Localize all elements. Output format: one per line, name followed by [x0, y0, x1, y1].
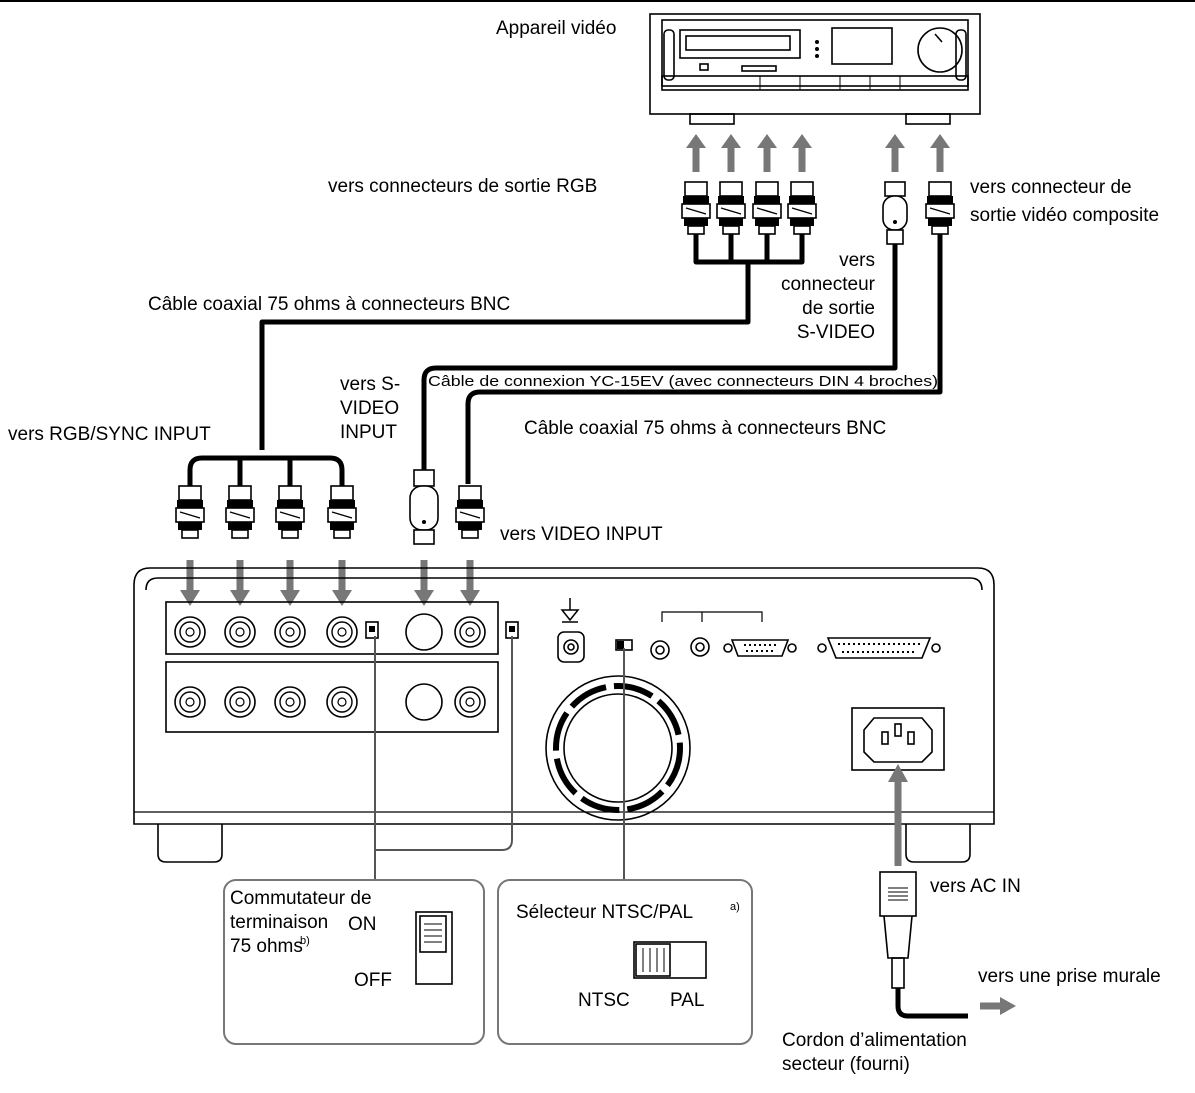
- rgb-output-connectors: [681, 181, 817, 235]
- rgb-sync-in-label: vers RGB/SYNC INPUT: [8, 424, 211, 445]
- wall-outlet-label: vers une prise murale: [978, 966, 1161, 987]
- termination-on-label: ON: [348, 914, 377, 935]
- composite-out-label-1: vers connecteur de: [970, 177, 1132, 198]
- svideo-out-label-1: vers: [839, 250, 875, 271]
- video-device: [649, 13, 981, 125]
- ntsc-pal-box: [497, 879, 753, 1045]
- termination-off-label: OFF: [354, 970, 392, 991]
- wall-arrow: [980, 997, 1016, 1015]
- svideo-input-plug: [409, 469, 439, 545]
- rgb-cable: [259, 234, 805, 450]
- composite-out-label-2: sortie vidéo composite: [970, 205, 1159, 226]
- svideo-cable: [421, 244, 898, 470]
- termination-callout-line: [374, 636, 513, 851]
- output-arrows: [686, 134, 950, 172]
- termination-box: [223, 879, 485, 1045]
- termination-title-2: terminaison: [230, 912, 328, 933]
- rgb-out-label: vers connecteurs de sortie RGB: [328, 176, 597, 197]
- bnc-cable-top-label: Câble coaxial 75 ohms à connecteurs BNC: [148, 294, 510, 315]
- termination-title-3: 75 ohms: [230, 936, 303, 957]
- termination-footnote: b): [300, 935, 310, 947]
- monitor-input-jacks: [174, 613, 486, 651]
- video-input-connector: [455, 485, 485, 539]
- svideo-in-label-1: vers S-: [340, 374, 400, 395]
- pal-label: PAL: [670, 990, 705, 1011]
- ac-in-label: vers AC IN: [930, 876, 1021, 897]
- video-device-label: Appareil vidéo: [496, 18, 616, 39]
- power-cord-label-2: secteur (fourni): [782, 1054, 910, 1075]
- svideo-out-label-3: de sortie: [802, 298, 875, 319]
- svideo-output-plug: [882, 181, 908, 245]
- ntsc-pal-title: Sélecteur NTSC/PAL: [516, 902, 693, 923]
- termination-title-1: Commutateur de: [230, 888, 372, 909]
- svideo-out-label-4: S-VIDEO: [797, 322, 875, 343]
- monitor-output-jacks: [174, 683, 486, 721]
- ntsc-pal-footnote: a): [730, 901, 740, 913]
- ntsc-label: NTSC: [578, 990, 630, 1011]
- bnc-cable-right-label: Câble coaxial 75 ohms à connecteurs BNC: [524, 418, 886, 439]
- video-in-label: vers VIDEO INPUT: [500, 524, 663, 545]
- composite-output-connector: [925, 181, 955, 235]
- yc-cable-label: Câble de connexion YC-15EV (avec connect…: [428, 373, 938, 390]
- rgb-input-branch: [187, 455, 345, 486]
- fan-grille: [545, 675, 691, 821]
- svideo-in-label-2: VIDEO: [340, 398, 399, 419]
- power-plug: [879, 871, 917, 989]
- rgb-input-connectors: [175, 485, 357, 539]
- monitor-rear-panel: [133, 567, 995, 863]
- power-cord: [895, 988, 968, 1019]
- input-arrows: [180, 560, 480, 606]
- ac-inlet: [851, 707, 945, 771]
- control-connectors: [650, 611, 941, 660]
- svideo-out-label-2: connecteur: [781, 274, 876, 295]
- svideo-in-label-3: INPUT: [340, 422, 397, 443]
- ground-icon: [557, 598, 585, 663]
- ac-arrow: [888, 764, 908, 866]
- composite-cable: [465, 234, 943, 484]
- power-cord-label-1: Cordon d’alimentation: [782, 1030, 967, 1051]
